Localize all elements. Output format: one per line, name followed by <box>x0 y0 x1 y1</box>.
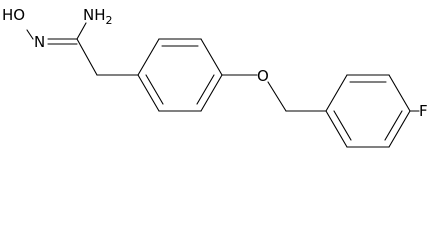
hydroxyl-label: HO <box>2 6 25 24</box>
ring1-bond <box>137 38 160 76</box>
bond-c-ch2 <box>76 38 98 76</box>
ether-oxygen-label: O <box>257 67 269 85</box>
amine-subscript: 2 <box>106 14 113 27</box>
bond-lines <box>26 22 420 148</box>
ring2-double-bond <box>333 110 352 141</box>
ring2-bond <box>388 110 411 148</box>
imine-nitrogen-label: N <box>34 33 45 51</box>
amine-symbol: NH <box>83 6 106 24</box>
ring1-bond <box>200 74 223 112</box>
ring2-bond <box>388 74 411 112</box>
ring1-double-bond <box>196 74 215 105</box>
fluorine-label: F <box>419 102 428 120</box>
ring2-bond <box>325 74 348 112</box>
amine-label: NH2 <box>83 6 113 27</box>
ring1-bond <box>200 38 223 76</box>
bond-o-ch2 <box>267 81 287 112</box>
chemical-structure: HO N NH2 O F <box>2 6 428 148</box>
ring1-double-bond <box>145 74 164 105</box>
ring2-double-bond <box>384 110 403 141</box>
ring1-bond <box>137 74 160 112</box>
bond-c-nh2 <box>76 22 87 40</box>
bond-n-oh <box>26 29 34 40</box>
atom-labels: HO N NH2 O F <box>2 6 428 120</box>
ring2-bond <box>325 110 348 148</box>
